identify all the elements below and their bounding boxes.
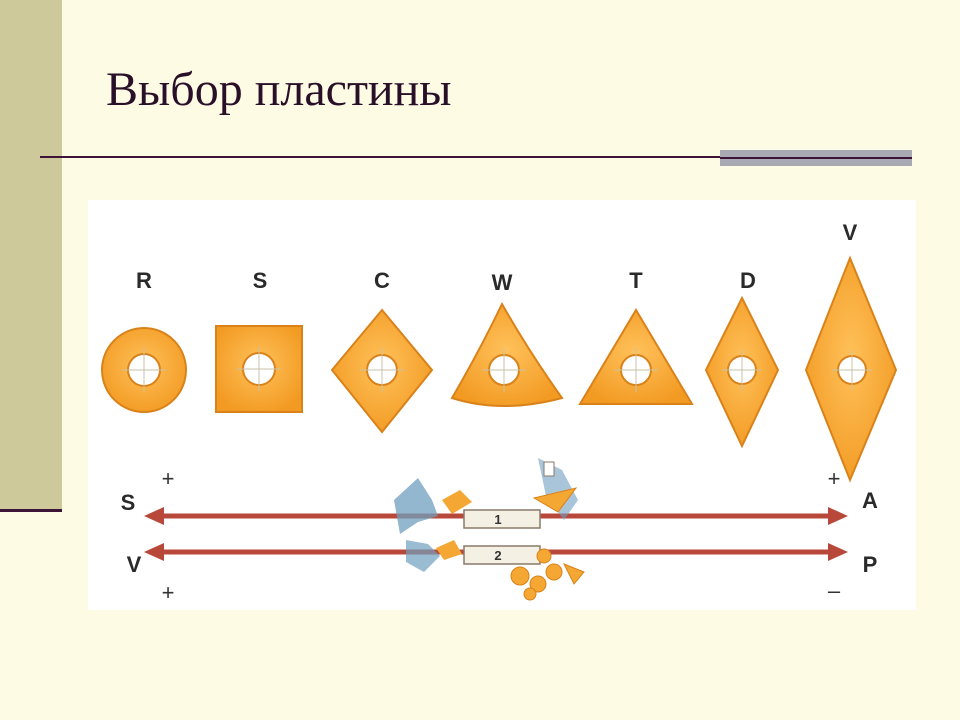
title-divider bbox=[40, 156, 912, 158]
tool-holder-2 bbox=[463, 545, 541, 565]
insert-trigon bbox=[450, 301, 564, 407]
slide-title: Выбор пластины bbox=[106, 63, 452, 116]
scale-bottom-left-sign: + bbox=[162, 580, 175, 605]
shape-label-d: D bbox=[740, 268, 756, 293]
scale-top-left-label: S bbox=[121, 490, 136, 515]
insert-triangle bbox=[578, 308, 694, 405]
title-divider-accent-line bbox=[720, 157, 912, 159]
scale-bottom-right-label: P bbox=[863, 552, 878, 577]
insert-rhombus-55 bbox=[704, 295, 780, 449]
left-decor-edge bbox=[0, 509, 62, 512]
insert-shapes-svg: R S C W T D V bbox=[101, 220, 898, 605]
shape-label-r: R bbox=[136, 268, 152, 293]
scale-top-left-sign: + bbox=[162, 466, 175, 491]
scale-arrowhead-bottom-left bbox=[144, 543, 164, 561]
insert-square bbox=[215, 325, 303, 413]
insert-rhombus-80 bbox=[330, 308, 434, 434]
tool-holder-1 bbox=[463, 509, 541, 529]
scale-arrowhead-top-right bbox=[828, 507, 848, 525]
tool-holder-1-number: 1 bbox=[494, 512, 501, 527]
shape-label-t: T bbox=[629, 268, 643, 293]
insert-round bbox=[101, 327, 187, 413]
cutting-tool-illustration: 1 2 bbox=[394, 458, 585, 601]
scale-bottom-right-sign: – bbox=[828, 578, 841, 603]
shape-label-w: W bbox=[492, 270, 513, 295]
insert-shapes-figure: R S C W T D V bbox=[88, 200, 916, 610]
shape-label-c: C bbox=[374, 268, 390, 293]
tool-holder-2-number: 2 bbox=[494, 548, 501, 563]
scale-bottom-left-label: V bbox=[127, 552, 142, 577]
scale-top-right-sign: + bbox=[828, 466, 841, 491]
left-decor-band bbox=[0, 0, 62, 510]
scale-top-right-label: A bbox=[862, 488, 878, 513]
scale-arrowhead-top-left bbox=[144, 507, 164, 525]
scale-arrowhead-bottom-right bbox=[828, 543, 848, 561]
insert-rhombus-35 bbox=[804, 255, 898, 483]
shape-label-v: V bbox=[843, 220, 858, 245]
shape-label-s: S bbox=[253, 268, 268, 293]
